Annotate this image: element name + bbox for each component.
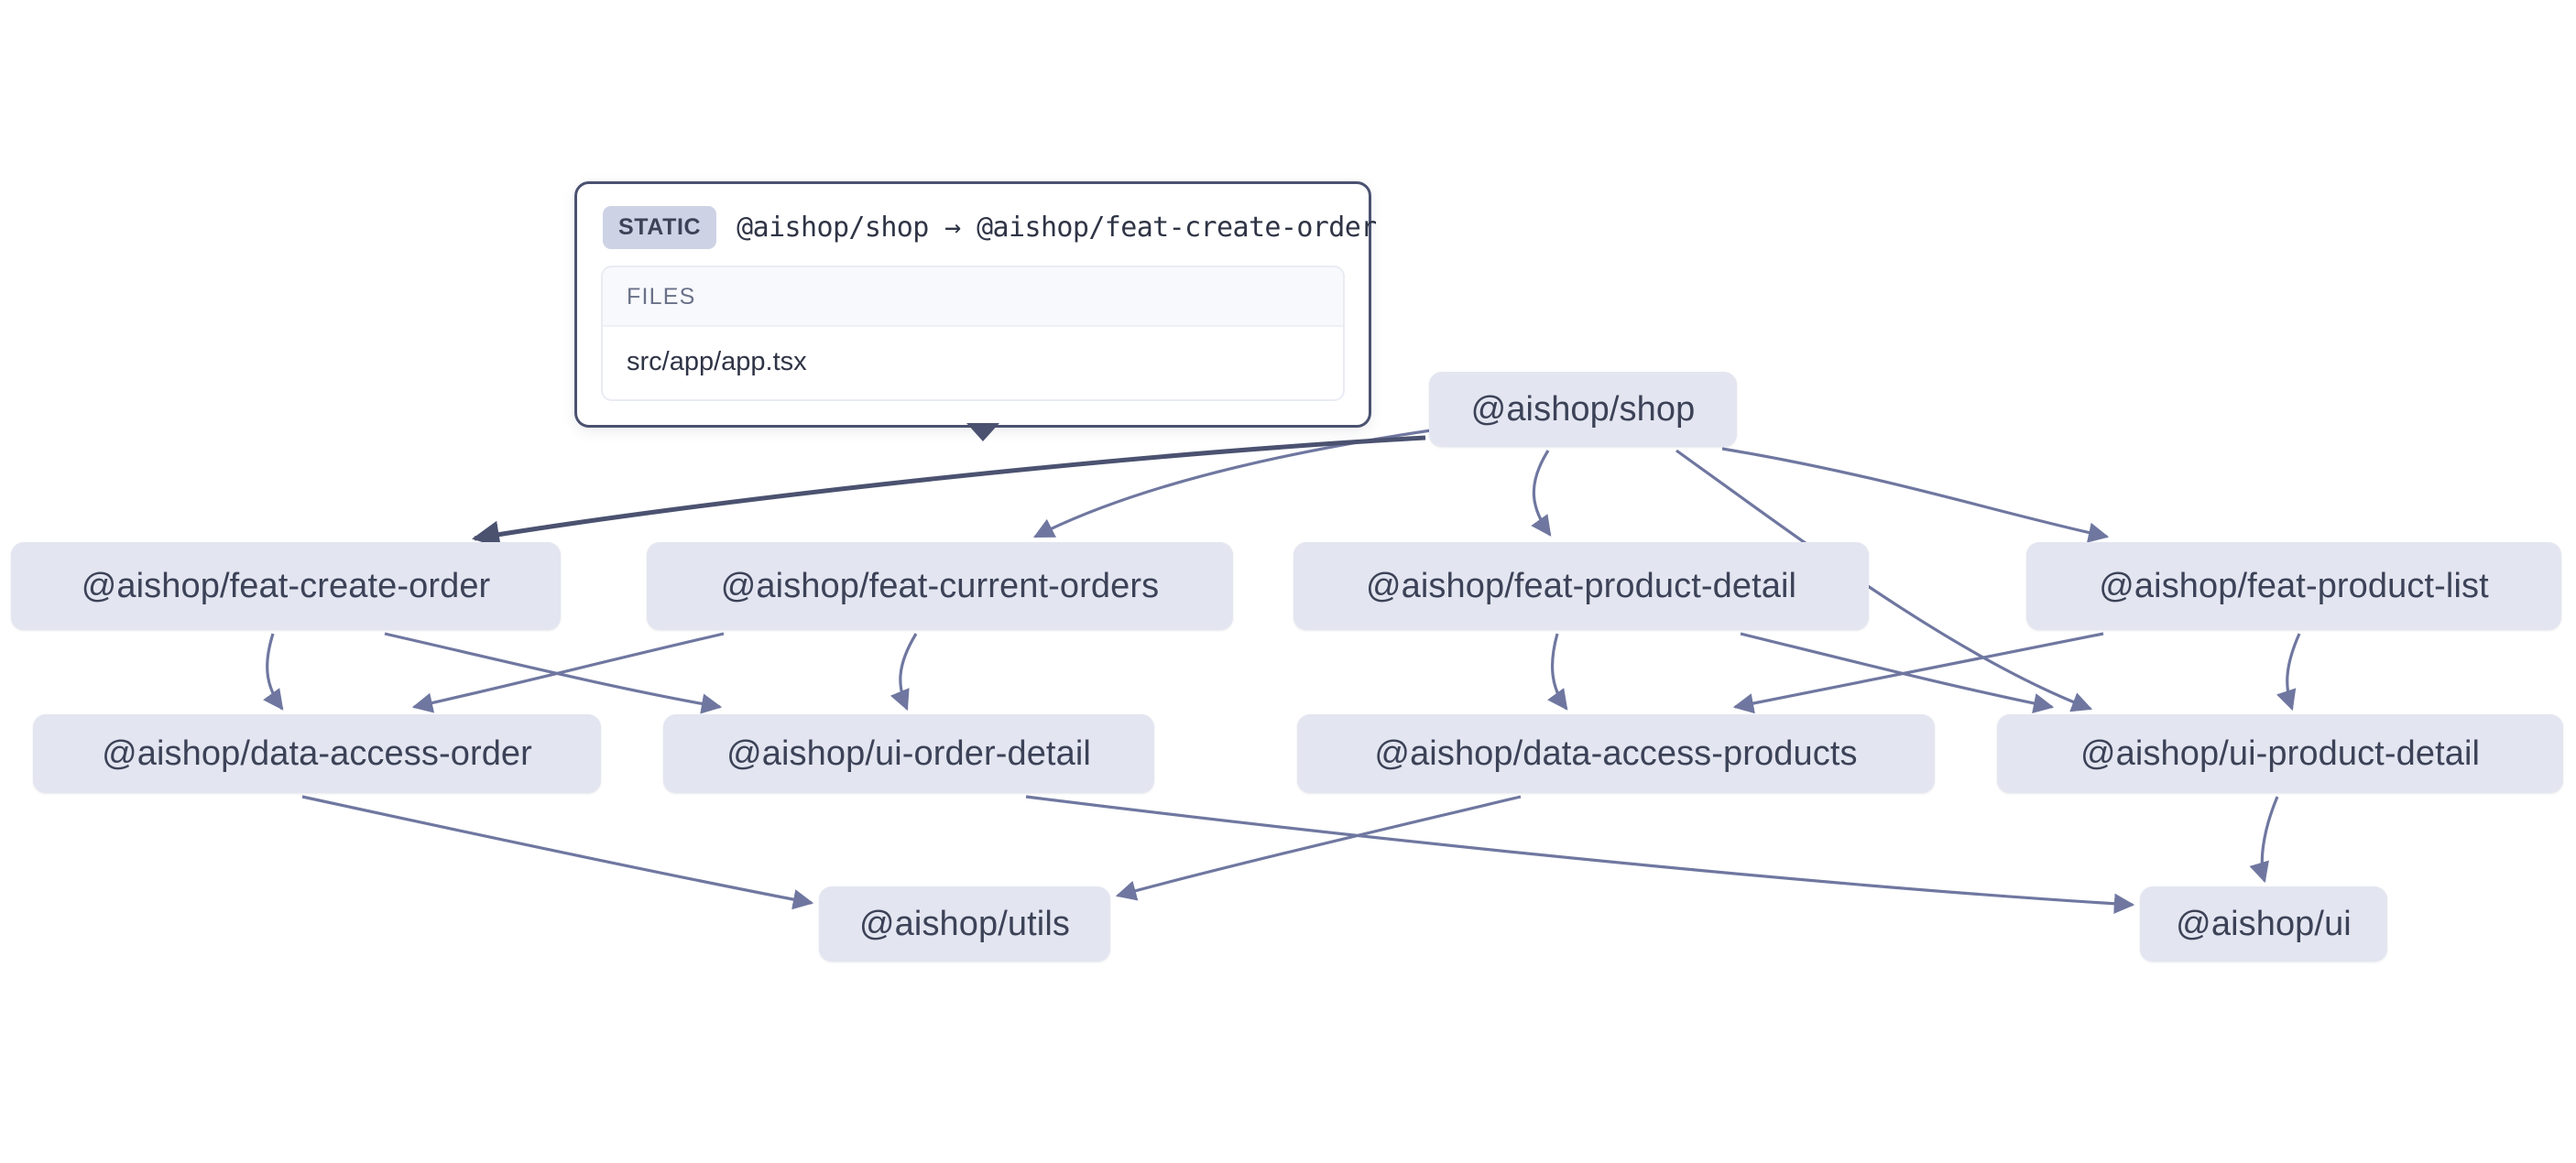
graph-node-feat-create-order[interactable]: @aishop/feat-create-order <box>11 542 561 630</box>
edge-ui-order-detail-to-ui <box>1025 795 2135 914</box>
graph-node-utils[interactable]: @aishop/utils <box>819 886 1110 962</box>
graph-node-feat-product-detail[interactable]: @aishop/feat-product-detail <box>1293 542 1869 630</box>
file-list-item[interactable]: src/app/app.tsx <box>603 327 1343 399</box>
node-label: @aishop/shop <box>1470 389 1696 429</box>
edge-feat-current-orders-to-ui-order-detail <box>890 633 918 712</box>
edge-feat-product-list-to-data-access-products <box>1732 632 2104 714</box>
graph-node-ui-product-detail[interactable]: @aishop/ui-product-detail <box>1997 714 2563 793</box>
node-label: @aishop/ui <box>2176 904 2352 943</box>
graph-node-ui[interactable]: @aishop/ui <box>2140 886 2387 962</box>
node-label: @aishop/feat-current-orders <box>720 566 1160 605</box>
graph-node-data-access-order[interactable]: @aishop/data-access-order <box>33 714 601 793</box>
node-label: @aishop/feat-create-order <box>81 566 491 605</box>
tooltip-header: STATIC @aishop/shop → @aishop/feat-creat… <box>577 184 1377 266</box>
status-badge-static: STATIC <box>603 206 717 249</box>
edge-shop-to-feat-product-detail <box>1531 450 1552 537</box>
node-label: @aishop/feat-product-list <box>2099 566 2489 605</box>
edge-feat-product-list-to-ui-product-detail <box>2276 633 2301 712</box>
tooltip-title: @aishop/shop → @aishop/feat-create-order <box>737 212 1377 244</box>
files-section-header: FILES <box>603 267 1343 327</box>
node-label: @aishop/utils <box>859 904 1070 943</box>
edge-ui-product-detail-to-ui <box>2249 796 2279 884</box>
node-label: @aishop/feat-product-detail <box>1365 566 1797 605</box>
edge-feat-create-order-to-data-access-order <box>263 633 284 711</box>
graph-node-feat-current-orders[interactable]: @aishop/feat-current-orders <box>647 542 1233 630</box>
edge-feat-current-orders-to-data-access-order <box>411 632 725 713</box>
node-label: @aishop/data-access-order <box>102 734 532 773</box>
graph-node-ui-order-detail[interactable]: @aishop/ui-order-detail <box>663 714 1154 793</box>
edge-feat-create-order-to-ui-order-detail <box>384 632 723 714</box>
edge-shop-to-feat-product-list <box>1721 447 2110 543</box>
edge-feat-product-detail-to-ui-product-detail <box>1740 632 2055 714</box>
edge-shop-to-feat-create-order-highlighted <box>472 435 1426 549</box>
node-label: @aishop/ui-product-detail <box>2079 734 2481 773</box>
tooltip-pointer-triangle <box>966 423 999 441</box>
files-panel: FILES src/app/app.tsx <box>601 266 1345 401</box>
graph-node-feat-product-list[interactable]: @aishop/feat-product-list <box>2026 542 2561 630</box>
edge-detail-tooltip[interactable]: STATIC @aishop/shop → @aishop/feat-creat… <box>574 181 1377 441</box>
edge-shop-to-feat-current-orders <box>1033 429 1432 538</box>
graph-node-data-access-products[interactable]: @aishop/data-access-products <box>1297 714 1935 793</box>
graph-node-shop[interactable]: @aishop/shop <box>1429 372 1737 447</box>
edge-data-access-order-to-utils <box>301 795 814 910</box>
node-label: @aishop/ui-order-detail <box>726 734 1091 773</box>
node-label: @aishop/data-access-products <box>1374 734 1858 773</box>
edge-feat-product-detail-to-data-access-products <box>1547 633 1568 711</box>
edge-data-access-products-to-utils <box>1115 795 1522 901</box>
